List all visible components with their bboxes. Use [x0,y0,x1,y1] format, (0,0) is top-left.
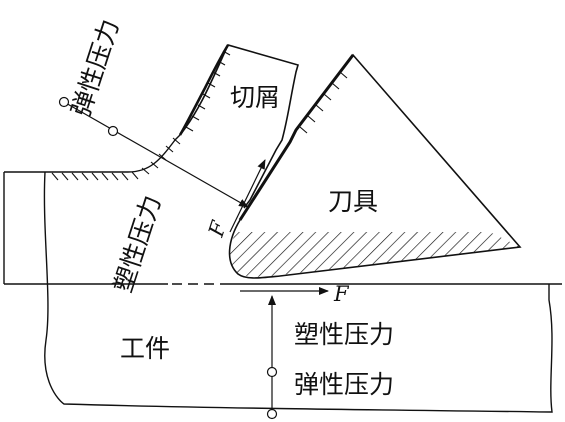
chip-outline [179,44,299,209]
workpiece-left-edge [43,171,553,413]
elastic-pressure-flank-label: 弹性压力 [294,370,394,399]
workpiece [3,134,562,413]
plastic-pressure-flank-label: 塑性压力 [294,320,394,349]
tool-rake-face [238,54,355,221]
flank-pressure-leader [266,295,278,420]
plastic-pressure-rake-label: 塑性压力 [108,192,166,296]
chip-left-edge [178,44,230,136]
elastic-pressure-rake-leader [58,96,249,208]
workpiece-label: 工件 [120,334,170,363]
elastic-pressure-rake-label: 弹性压力 [66,16,124,120]
leader-node [107,125,119,137]
leader-node [266,408,278,420]
chip-label: 切屑 [230,83,280,112]
tool-outline [228,53,522,279]
force-rake-label: F [204,217,232,241]
chip-hatch [185,50,231,132]
force-arrow-rake [229,159,266,233]
rake-face-hatch [299,71,348,134]
leader-node [58,96,70,108]
tool [228,53,522,279]
tool-label: 刀具 [328,187,378,216]
tool-hatch-fill [229,232,520,277]
chip [178,44,299,209]
surface-hatch [51,137,181,181]
force-flank-label: F [333,282,350,306]
leader-node [266,366,278,378]
workpiece-outline [3,134,181,284]
